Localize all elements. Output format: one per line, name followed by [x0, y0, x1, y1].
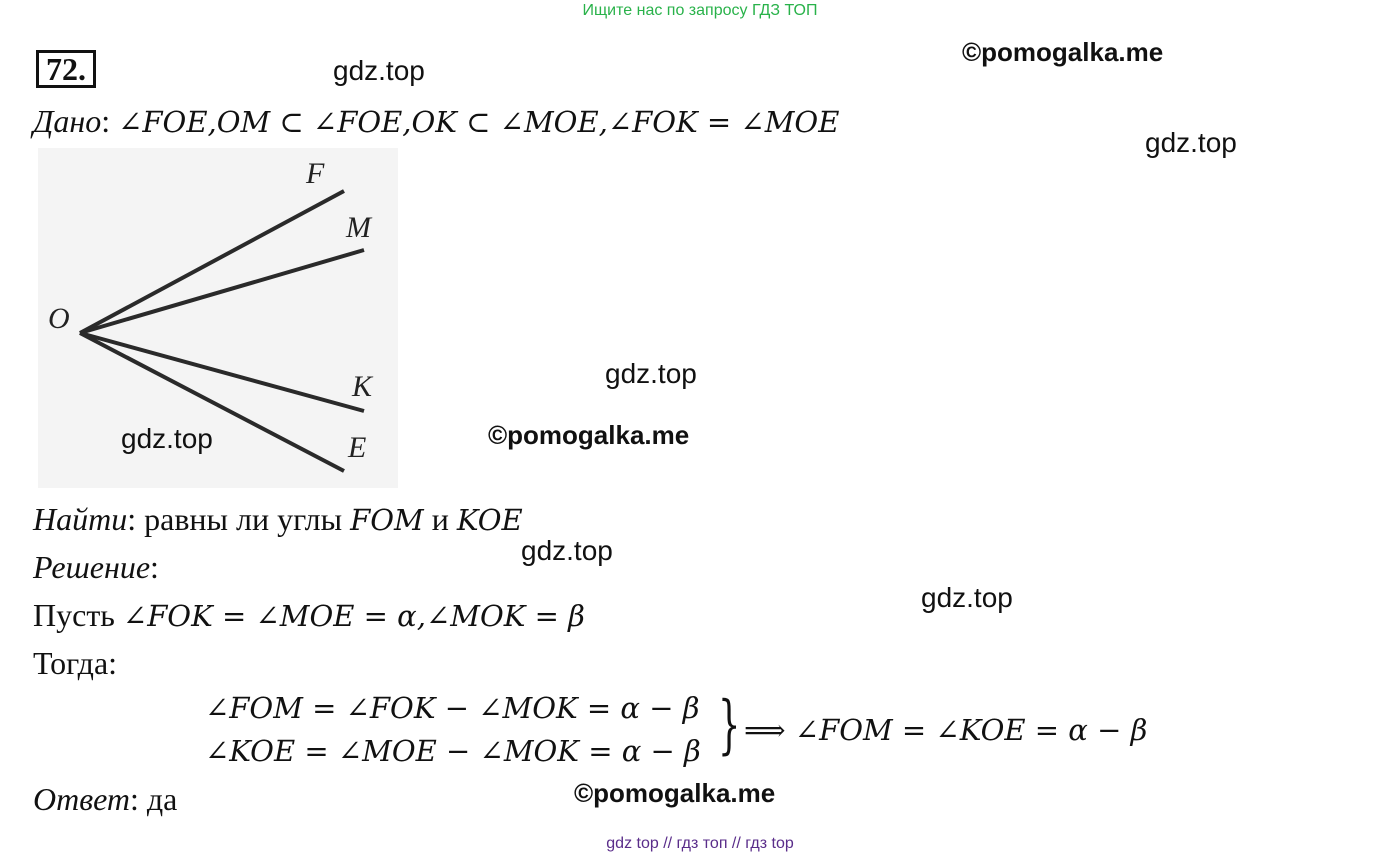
problem-number: 72.: [36, 50, 96, 88]
find-text: : равны ли углы: [127, 501, 351, 537]
solution-colon: :: [150, 549, 159, 585]
let-expression: ∠FOK = ∠MOE = α,∠MOK = β: [122, 599, 585, 633]
ray-oe: [79, 331, 345, 473]
watermark-pomogalka: ©pomogalka.me: [574, 778, 776, 808]
given-line: Дано: ∠FOE,OM ⊂ ∠FOE,OK ⊂ ∠MOE,∠FOK = ∠M…: [33, 103, 839, 140]
then-line: Тогда:: [33, 645, 118, 681]
find-angle-koe: KOE: [456, 503, 523, 537]
find-line: Найти: равны ли углы FOM и KOE: [33, 501, 523, 538]
label-o: O: [48, 302, 70, 335]
watermark-gdz: gdz.top: [521, 535, 613, 566]
given-expression: ∠FOE,OM ⊂ ∠FOE,OK ⊂ ∠MOE,∠FOK = ∠MOE: [118, 105, 840, 139]
watermark-gdz: gdz.top: [605, 358, 697, 389]
answer-text: : да: [130, 781, 178, 817]
top-banner[interactable]: Ищите нас по запросу ГДЗ ТОП: [582, 2, 818, 19]
find-label: Найти: [33, 501, 128, 537]
solution-heading: Решение:: [33, 549, 159, 586]
equation-koe: ∠KOE = ∠MOE − ∠MOK = α − β: [205, 734, 701, 768]
ray-om: [79, 248, 365, 335]
find-conjunction: и: [423, 501, 457, 537]
label-m: M: [345, 211, 373, 244]
solution-label: Решение: [33, 549, 151, 585]
answer-line: Ответ: да: [33, 781, 177, 818]
watermark-pomogalka: ©pomogalka.me: [962, 37, 1164, 67]
watermark-gdz: gdz.top: [921, 582, 1013, 613]
angle-figure: F M O K E: [38, 148, 398, 488]
let-line: Пусть ∠FOK = ∠MOE = α,∠MOK = β: [33, 597, 585, 634]
answer-label: Ответ: [33, 781, 130, 817]
given-label: Дано: [33, 103, 102, 139]
ray-of: [79, 189, 345, 335]
label-k: K: [351, 370, 374, 403]
right-brace: }: [718, 688, 741, 762]
equation-fom: ∠FOM = ∠FOK − ∠MOK = α − β: [205, 691, 700, 725]
angle-diagram: F M O K E: [48, 157, 374, 473]
ray-ok: [79, 331, 365, 413]
watermark-pomogalka: ©pomogalka.me: [488, 420, 690, 450]
let-word: Пусть: [33, 597, 123, 633]
given-colon: :: [101, 103, 111, 139]
watermark-gdz: gdz.top: [333, 55, 425, 86]
label-e: E: [347, 431, 366, 464]
watermark-gdz: gdz.top: [121, 423, 213, 454]
find-angle-fom: FOM: [350, 503, 424, 537]
footer-links[interactable]: gdz top // гдз топ // гдз top: [606, 835, 794, 852]
conclusion: ⟹ ∠FOM = ∠KOE = α − β: [744, 713, 1148, 747]
watermark-gdz: gdz.top: [1145, 127, 1237, 158]
label-f: F: [305, 157, 325, 190]
